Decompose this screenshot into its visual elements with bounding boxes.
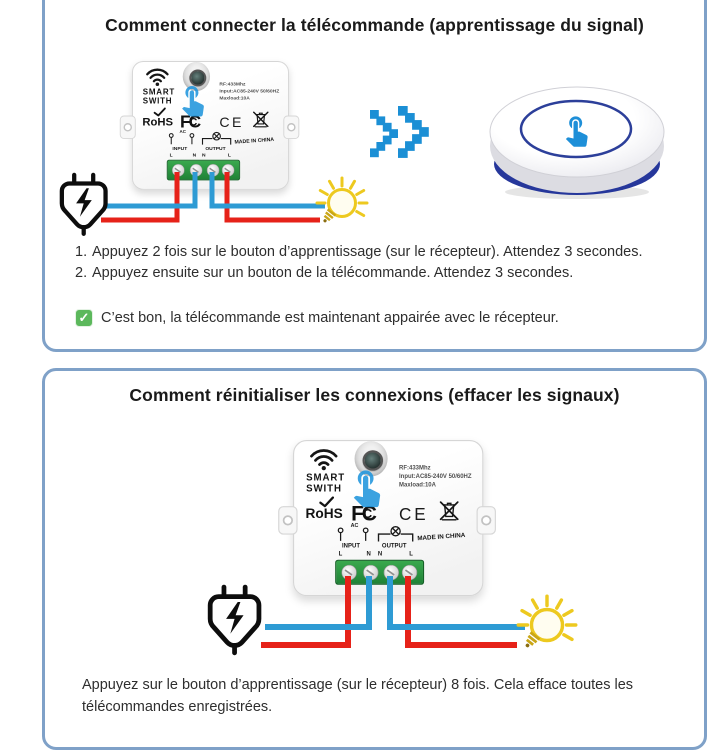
step-number: 2. [75,265,88,281]
learn-button [189,69,207,87]
terminal-pin-icon [168,133,174,145]
wifi-icon [310,449,338,471]
mounting-ear-left [278,506,298,535]
wiring-diagram [207,576,578,656]
weee-bin-icon [439,501,459,521]
bulb-icon [315,176,369,223]
output-lamp-icon [377,525,414,542]
success-text: C’est bon, la télécommande est maintenan… [101,310,559,326]
bulb-icon [516,594,578,648]
reset-panel: Comment réinitialiser les connexions (ef… [42,368,707,750]
terminal-n-label: N [192,152,197,158]
learn-button [362,450,384,471]
rohs-logo: RoHS [305,506,343,522]
terminal-l-label: L [227,152,231,158]
ac-label: AC [179,129,186,135]
reset-instruction: Appuyez sur le bouton d’apprentissage (s… [82,677,634,715]
reset-title: Comment réinitialiser les connexions (ef… [129,385,620,405]
rohs-check-icon [153,107,166,117]
step-item: 2. Appuyez ensuite sur un bouton de la t… [75,263,653,284]
connect-title: Comment connecter la télécommande (appre… [105,15,644,35]
input-label: INPUT [342,542,360,550]
touch-hand-icon [565,116,588,147]
mounting-ear-right [283,115,300,140]
terminal-pin-icon [189,133,195,145]
check-icon: ✓ [75,309,93,327]
output-label: OUTPUT [381,542,407,550]
mounting-ear-left [119,115,136,140]
terminal-n-label: N [366,550,371,558]
success-line: ✓ C’est bon, la télécommande est mainten… [75,309,559,327]
step-item: 1. Appuyez 2 fois sur le bouton d’appren… [75,242,653,263]
ac-label: AC [350,522,359,529]
output-lamp-icon [201,131,232,145]
mounting-ear-right [476,506,496,535]
touch-hand-icon [353,470,381,508]
learn-button-recess [354,441,388,477]
plug-icon [59,172,108,236]
remote-button [489,86,665,199]
terminal-n-label: N [202,152,206,158]
output-label: OUTPUT [205,145,226,152]
learn-button-recess [182,61,211,92]
steps-list: 1. Appuyez 2 fois sur le bouton d’appren… [75,242,653,284]
terminal-l-label: L [409,550,413,558]
terminal-pin-icon [337,527,344,541]
input-label: INPUT [172,145,188,152]
connect-panel: Comment connecter la télécommande (appre… [42,0,707,352]
step-number: 1. [75,244,88,260]
ce-logo: CE [219,114,244,131]
touch-hand-icon [182,86,204,117]
wifi-icon [146,68,169,86]
step-text: Appuyez 2 fois sur le bouton d’apprentis… [92,244,643,260]
terminal-block [166,159,241,181]
wiring-diagram [59,172,369,236]
rohs-logo: RoHS [142,115,174,129]
double-chevron-icon [370,106,429,158]
weee-bin-icon [253,111,269,128]
plug-icon [207,584,262,656]
terminal-pin-icon [362,527,369,541]
terminal-n-label: N [377,550,383,558]
terminal-l-label: L [169,152,173,158]
rohs-check-icon [319,496,335,508]
ce-logo: CE [399,504,429,524]
remote-ring [519,99,633,159]
terminal-l-label: L [338,550,343,558]
step-text: Appuyez ensuite sur un bouton de la télé… [92,265,574,281]
